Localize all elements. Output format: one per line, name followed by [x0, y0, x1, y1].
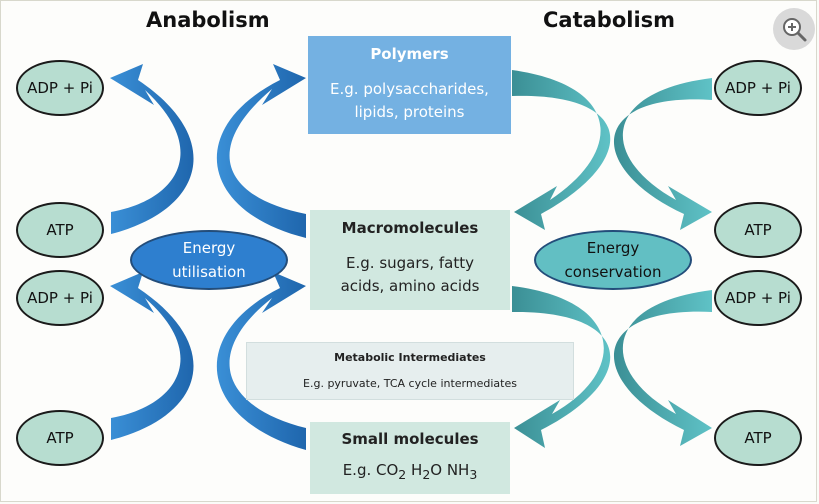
anabolic-arrow-atp-to-adp-bottom	[110, 272, 194, 440]
formula-nh-sub: 3	[469, 467, 478, 482]
formula-o-nh: O NH	[430, 461, 470, 479]
right-adp-pi-lower-oval: ADP + Pi	[714, 270, 802, 326]
energy-conservation-oval: Energy conservation	[534, 230, 692, 290]
catabolism-title: Catabolism	[543, 8, 676, 32]
catabolic-arrow-polymers-to-macro	[512, 70, 611, 230]
small-molecules-box: Small molecules E.g. CO2 H2O NH3	[310, 422, 510, 494]
right-adp-pi-top-oval: ADP + Pi	[714, 60, 802, 116]
left-atp-bottom-oval: ATP	[16, 410, 104, 466]
small-molecules-formula: E.g. CO2 H2O NH3	[310, 461, 510, 482]
right-atp-bottom-oval: ATP	[714, 410, 802, 466]
anabolic-arrow-small-to-macro	[216, 272, 306, 450]
polymers-line1: E.g. polysaccharides,	[330, 80, 489, 98]
formula-h-sub: 2	[422, 467, 431, 482]
metabolic-intermediates-box: Metabolic Intermediates E.g. pyruvate, T…	[246, 342, 574, 400]
formula-h: H	[406, 461, 423, 479]
catabolic-arrow-adp-to-atp-bottom	[613, 290, 712, 446]
macromolecules-line1: E.g. sugars, fatty	[346, 254, 474, 272]
macromolecules-line2: acids, amino acids	[340, 277, 480, 295]
macromolecules-box: Macromolecules E.g. sugars, fatty acids,…	[310, 210, 510, 310]
energy-conservation-line2: conservation	[564, 263, 662, 281]
zoom-in-icon	[783, 18, 807, 42]
macromolecules-heading: Macromolecules	[341, 219, 479, 237]
left-adp-pi-top-oval: ADP + Pi	[16, 60, 104, 116]
anabolic-arrow-macro-to-polymers	[216, 64, 306, 238]
energy-utilisation-line2: utilisation	[172, 263, 246, 281]
left-adp-pi-lower-oval: ADP + Pi	[16, 270, 104, 326]
formula-co-sub: 2	[398, 467, 407, 482]
polymers-line2: lipids, proteins	[354, 103, 465, 121]
catabolic-arrow-macro-to-small	[512, 286, 611, 448]
formula-co: E.g. CO	[342, 461, 399, 479]
polymers-box: Polymers E.g. polysaccharides, lipids, p…	[308, 36, 511, 134]
energy-utilisation-oval: Energy utilisation	[130, 230, 288, 290]
anabolic-arrow-atp-to-adp-top	[110, 64, 194, 234]
energy-conservation-line1: Energy	[586, 239, 640, 257]
small-molecules-heading: Small molecules	[341, 430, 479, 448]
right-atp-upper-oval: ATP	[714, 202, 802, 258]
catabolic-arrow-adp-to-atp-top	[613, 78, 712, 230]
polymers-heading: Polymers	[370, 45, 449, 63]
intermediates-line1: E.g. pyruvate, TCA cycle intermediates	[303, 377, 517, 390]
left-atp-upper-oval: ATP	[16, 202, 104, 258]
zoom-button[interactable]	[773, 8, 815, 50]
anabolism-title: Anabolism	[146, 8, 270, 32]
intermediates-heading: Metabolic Intermediates	[334, 351, 486, 364]
energy-utilisation-line1: Energy	[182, 239, 236, 257]
